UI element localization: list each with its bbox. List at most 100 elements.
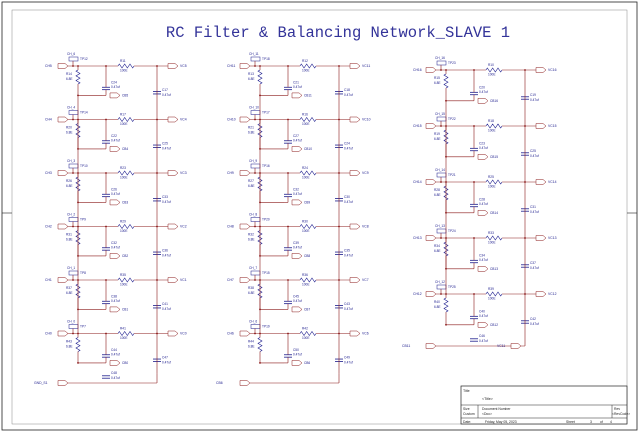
junction-dot [254, 332, 256, 335]
series-resistor-ref: R16 [302, 113, 308, 117]
series-resistor-ref: R12 [302, 59, 308, 63]
vc-label: VC8 [362, 225, 369, 229]
series-resistor-value: 100E [120, 69, 127, 73]
channel-input-port [425, 123, 437, 129]
series-resistor [117, 63, 135, 69]
shunt-resistor-value: 6.8E [248, 184, 255, 188]
shunt-resistor-value: 6.8E [248, 77, 255, 81]
test-point [436, 116, 447, 122]
vc-label: VC15 [548, 124, 557, 128]
shunt-resistor-value: 6.8E [434, 81, 441, 85]
series-resistor-ref: R18 [488, 119, 494, 123]
junction-dot [254, 225, 256, 228]
channel-name: CH_6 [67, 52, 75, 56]
series-resistor [299, 116, 317, 123]
docnum-label: Document Number [482, 407, 511, 411]
test-point [436, 172, 447, 178]
left-capacitor-ref: C24 [111, 81, 117, 85]
vc-label: VC12 [548, 292, 557, 296]
vc-output-port [535, 67, 547, 73]
cb-label: CB10 [304, 147, 312, 151]
series-resistor [117, 170, 135, 176]
cb-port [109, 199, 121, 206]
sheet-label: Sheet [566, 420, 575, 424]
test-point [68, 56, 79, 62]
cb-label: CB16 [490, 99, 498, 103]
left-capacitor-ref: C26 [111, 188, 117, 192]
cb-label: CB11 [304, 94, 312, 98]
bottom-net-label: CB6 [216, 381, 223, 385]
bus-capacitor-value: 0.47uf [162, 253, 171, 257]
schematic-title: RC Filter & Balancing Network_SLAVE 1 [166, 24, 510, 42]
series-resistor [485, 179, 503, 185]
series-resistor-ref: R41 [120, 327, 126, 331]
junction-dot [105, 65, 107, 67]
bus-capacitor-value: 0.47uf [530, 322, 539, 326]
cb-label: CB15 [490, 155, 498, 159]
vc-label: VC2 [180, 225, 187, 229]
date-value: Friday, May 05, 2023 [485, 420, 517, 424]
left-capacitor-value: 0.47uf [293, 139, 302, 143]
shunt-resistor-value: 6.8E [248, 238, 255, 242]
cb-label: CB1 [122, 308, 128, 312]
vc-output-port [349, 277, 361, 283]
channel-input-port [57, 63, 69, 69]
test-point [436, 60, 447, 66]
left-capacitor-value: 0.47uf [479, 90, 488, 94]
cb-port [291, 306, 303, 313]
channel-input-port [57, 116, 69, 123]
bottom-port [425, 343, 437, 349]
series-resistor-ref: R35 [120, 273, 126, 277]
cb-label: CB7 [304, 308, 310, 312]
bus-capacitor-ref: C41 [162, 302, 168, 306]
channel-name: CH_1 [67, 266, 75, 270]
vc-label: VC6 [362, 332, 369, 336]
junction-dot [440, 69, 442, 71]
bottom-net-label: CB11 [402, 344, 410, 348]
vc-label: VC16 [548, 68, 557, 72]
channel-input-port [239, 116, 251, 123]
channel-node-label: CH15 [413, 124, 422, 128]
cb-port [291, 92, 303, 99]
vc-label: VC0 [180, 332, 187, 336]
cb-port [291, 253, 303, 259]
shunt-resistor [75, 337, 81, 352]
left-capacitor-ref: C38 [111, 295, 117, 299]
test-point-ref: TP18 [262, 57, 270, 61]
cb-port [109, 306, 121, 313]
left-capacitor-value: 0.47uf [293, 192, 302, 196]
shunt-resistor-value: 6.8E [248, 345, 255, 349]
size-value: Custom [463, 412, 475, 416]
shunt-resistor-value: 6.8E [66, 184, 73, 188]
series-resistor-ref: R25 [488, 175, 494, 179]
bus-capacitor-ref: C43 [344, 302, 350, 306]
left-capacitor-value: 0.47uf [479, 258, 488, 262]
channel-name: CH_12 [435, 280, 445, 284]
junction-dot [105, 332, 107, 335]
bus-capacitor-value: 0.47uf [344, 307, 353, 311]
shunt-resistor-ref: R14 [66, 72, 72, 76]
vc-label: VC5 [180, 64, 187, 68]
test-point-ref: TP25 [448, 285, 456, 289]
junction-dot [473, 293, 475, 295]
shunt-resistor-ref: R13 [248, 72, 254, 76]
cb-label: CB4 [122, 147, 128, 151]
sheet-total: 4 [610, 420, 612, 424]
bus-capacitor-value: 0.47uf [530, 98, 539, 102]
channel-name: CH_3 [67, 159, 75, 163]
channel-input-port [425, 235, 437, 241]
series-resistor-value: 100E [302, 69, 309, 73]
test-point-ref: TP24 [448, 229, 456, 233]
shunt-resistor-ref: R31 [66, 233, 72, 237]
sheet-of: of [600, 420, 603, 424]
series-resistor [485, 235, 503, 241]
test-point [68, 324, 79, 329]
test-point-ref: TP22 [448, 117, 456, 121]
channel-node-label: CH14 [413, 180, 422, 184]
test-point-ref: TP20 [262, 218, 270, 222]
cb-label: CB6 [304, 361, 310, 365]
left-capacitor-value: 0.47uf [293, 85, 302, 89]
test-point [436, 284, 447, 290]
channel-input-port [425, 67, 437, 73]
